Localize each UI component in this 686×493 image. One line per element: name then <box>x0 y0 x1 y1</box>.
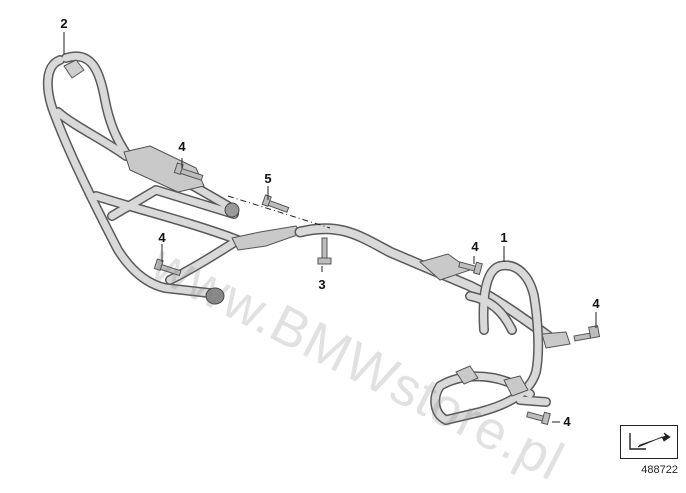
screw-center-3 <box>317 237 332 265</box>
cross-tube <box>294 223 554 342</box>
right-crash-bar <box>430 260 571 425</box>
screw-left-upper <box>173 162 204 181</box>
screws <box>153 162 601 426</box>
callout-1: 1 <box>500 230 508 245</box>
left-crash-bar <box>42 51 301 305</box>
cursor-arrow-box-icon <box>620 425 678 459</box>
diagram-number: 488722 <box>641 464 678 476</box>
callout-4-right-side: 4 <box>592 296 600 311</box>
callout-4-bottom: 4 <box>563 414 571 429</box>
callout-4-left-lower: 4 <box>158 230 166 245</box>
screw-bottom <box>526 411 551 426</box>
screw-right-side <box>573 325 601 342</box>
callout-4-right-upper: 4 <box>471 239 479 254</box>
screw-right-upper <box>458 261 483 276</box>
leader-lines <box>63 32 597 423</box>
callout-2: 2 <box>60 16 68 31</box>
screw-left-lower <box>153 258 182 277</box>
callout-3: 3 <box>318 277 326 292</box>
screw-center-5 <box>261 194 290 213</box>
callout-5: 5 <box>264 171 272 186</box>
callout-4-left-upper: 4 <box>178 139 186 154</box>
